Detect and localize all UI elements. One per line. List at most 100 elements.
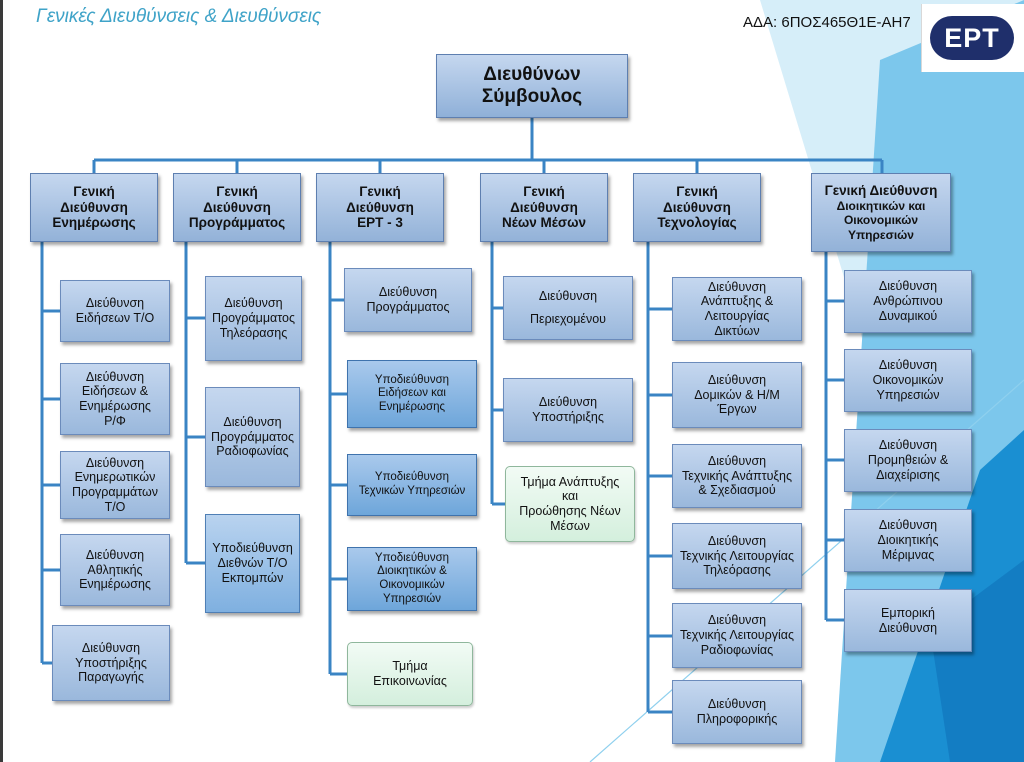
head-line: Διοικητικών και bbox=[836, 199, 926, 214]
unit-line: Ρ/Φ bbox=[104, 413, 126, 428]
unit-line: Ειδήσεων & bbox=[81, 384, 149, 399]
unit-line: Προμηθειών & bbox=[867, 453, 949, 468]
unit-line: Διεύθυνση bbox=[223, 414, 282, 429]
unit-line: Υποδιεύθυνση bbox=[212, 541, 293, 556]
unit-line: Προγράμματος bbox=[366, 300, 450, 314]
unit-line: Ενημερωτικών bbox=[74, 470, 156, 485]
head-line: Νέων Μέσων bbox=[502, 215, 586, 231]
head-line: ΕΡΤ - 3 bbox=[357, 215, 403, 231]
unit-line: Τ/Ο bbox=[104, 499, 126, 514]
unit-line: Εμπορική bbox=[880, 605, 936, 620]
unit-line: Τεχνικών Υπηρεσιών bbox=[358, 485, 466, 497]
head-line: Υπηρεσιών bbox=[847, 227, 914, 242]
head-line: Διεύθυνση bbox=[203, 199, 271, 215]
unit-line: Ραδιοφωνίας bbox=[700, 642, 774, 657]
unit-line: Μέσων bbox=[550, 518, 590, 533]
unit-line: Ανθρώπινου bbox=[873, 294, 943, 309]
unit-line: Δυναμικού bbox=[878, 308, 938, 323]
unit-line: Τμήμα bbox=[392, 659, 428, 674]
head-line: Ενημέρωσης bbox=[52, 215, 136, 231]
head-line: Διεύθυνση bbox=[346, 199, 414, 215]
head-line: Γενική bbox=[359, 183, 401, 199]
unit-line: Διεύθυνση bbox=[378, 285, 438, 300]
unit-line: Έργων bbox=[717, 402, 757, 417]
unit-line: Αθλητικής bbox=[87, 562, 143, 577]
unit-line: Υποδιεύθυνση bbox=[374, 551, 450, 564]
unit-line: Ενημέρωσης bbox=[378, 400, 446, 413]
unit-line: Υποστήριξης bbox=[75, 655, 147, 670]
unit-line: Διοικητικής bbox=[877, 533, 939, 548]
unit-line: & Σχεδιασμού bbox=[698, 483, 776, 498]
head-line: Γενική bbox=[676, 183, 718, 199]
head-line: Διεύθυνση bbox=[663, 199, 731, 215]
unit-line: Οικονομικών bbox=[872, 373, 944, 388]
unit-line: Ανάπτυξης & bbox=[700, 294, 774, 309]
unit-line: Υπηρεσιών bbox=[876, 387, 940, 402]
unit-line: Διεύθυνση bbox=[707, 613, 767, 628]
unit-line: Διεύθυνση bbox=[878, 438, 938, 453]
unit-line: Διεύθυνση bbox=[878, 358, 938, 373]
unit-line: Οικονομικών bbox=[379, 579, 445, 591]
head-line: Διεύθυνση bbox=[510, 199, 578, 215]
unit-line: Προγράμματος bbox=[210, 429, 295, 444]
unit-line: Διεύθυνση bbox=[81, 640, 141, 655]
unit-line: Ραδιοφωνίας bbox=[216, 444, 289, 459]
unit-line: Τεχνικής Ανάπτυξης bbox=[682, 468, 792, 483]
unit-line: Προγραμμάτων bbox=[71, 485, 159, 499]
head-line: Γενική bbox=[73, 183, 115, 199]
unit-line: Παραγωγής bbox=[78, 670, 144, 685]
unit-line: Επικοινωνίας bbox=[373, 674, 447, 688]
unit-line: Διεθνών Τ/Ο bbox=[217, 556, 288, 571]
unit-line: Υποστήριξης bbox=[532, 410, 604, 424]
head-line: Γενική bbox=[216, 183, 258, 199]
unit-line: Διεύθυνση bbox=[707, 533, 767, 548]
unit-line: Διεύθυνση bbox=[85, 296, 145, 311]
unit-line: Τεχνικής Λειτουργίας bbox=[679, 628, 795, 643]
head-line: Γενική Διεύθυνση bbox=[824, 183, 938, 199]
unit-line: Δομικών & Η/Μ bbox=[694, 387, 780, 402]
head-line: Γενική bbox=[523, 183, 565, 199]
head-line: Προγράμματος bbox=[188, 215, 286, 231]
unit-line: Διεύθυνση bbox=[85, 547, 145, 562]
unit-line: Μέριμνας bbox=[881, 547, 935, 562]
unit-line: Διεύθυνση bbox=[538, 395, 598, 410]
unit-line: Τμήμα Ανάπτυξης bbox=[520, 474, 620, 489]
unit-line: Ενημέρωσης bbox=[79, 399, 151, 413]
head-line: Οικονομικών bbox=[843, 213, 919, 228]
unit-line: Διεύθυνση bbox=[85, 455, 145, 470]
slide-title: Γενικές Διευθύνσεις & Διευθύνσεις bbox=[36, 6, 322, 27]
ert-logo: ΕΡΤ bbox=[930, 16, 1014, 60]
unit-line: Ειδήσεων και bbox=[378, 387, 446, 400]
unit-line: και bbox=[561, 489, 579, 504]
unit-line: Προώθησης Νέων bbox=[519, 504, 621, 518]
unit-line: Δικτύων bbox=[714, 323, 760, 338]
unit-line: Υποδιεύθυνση bbox=[374, 373, 450, 386]
